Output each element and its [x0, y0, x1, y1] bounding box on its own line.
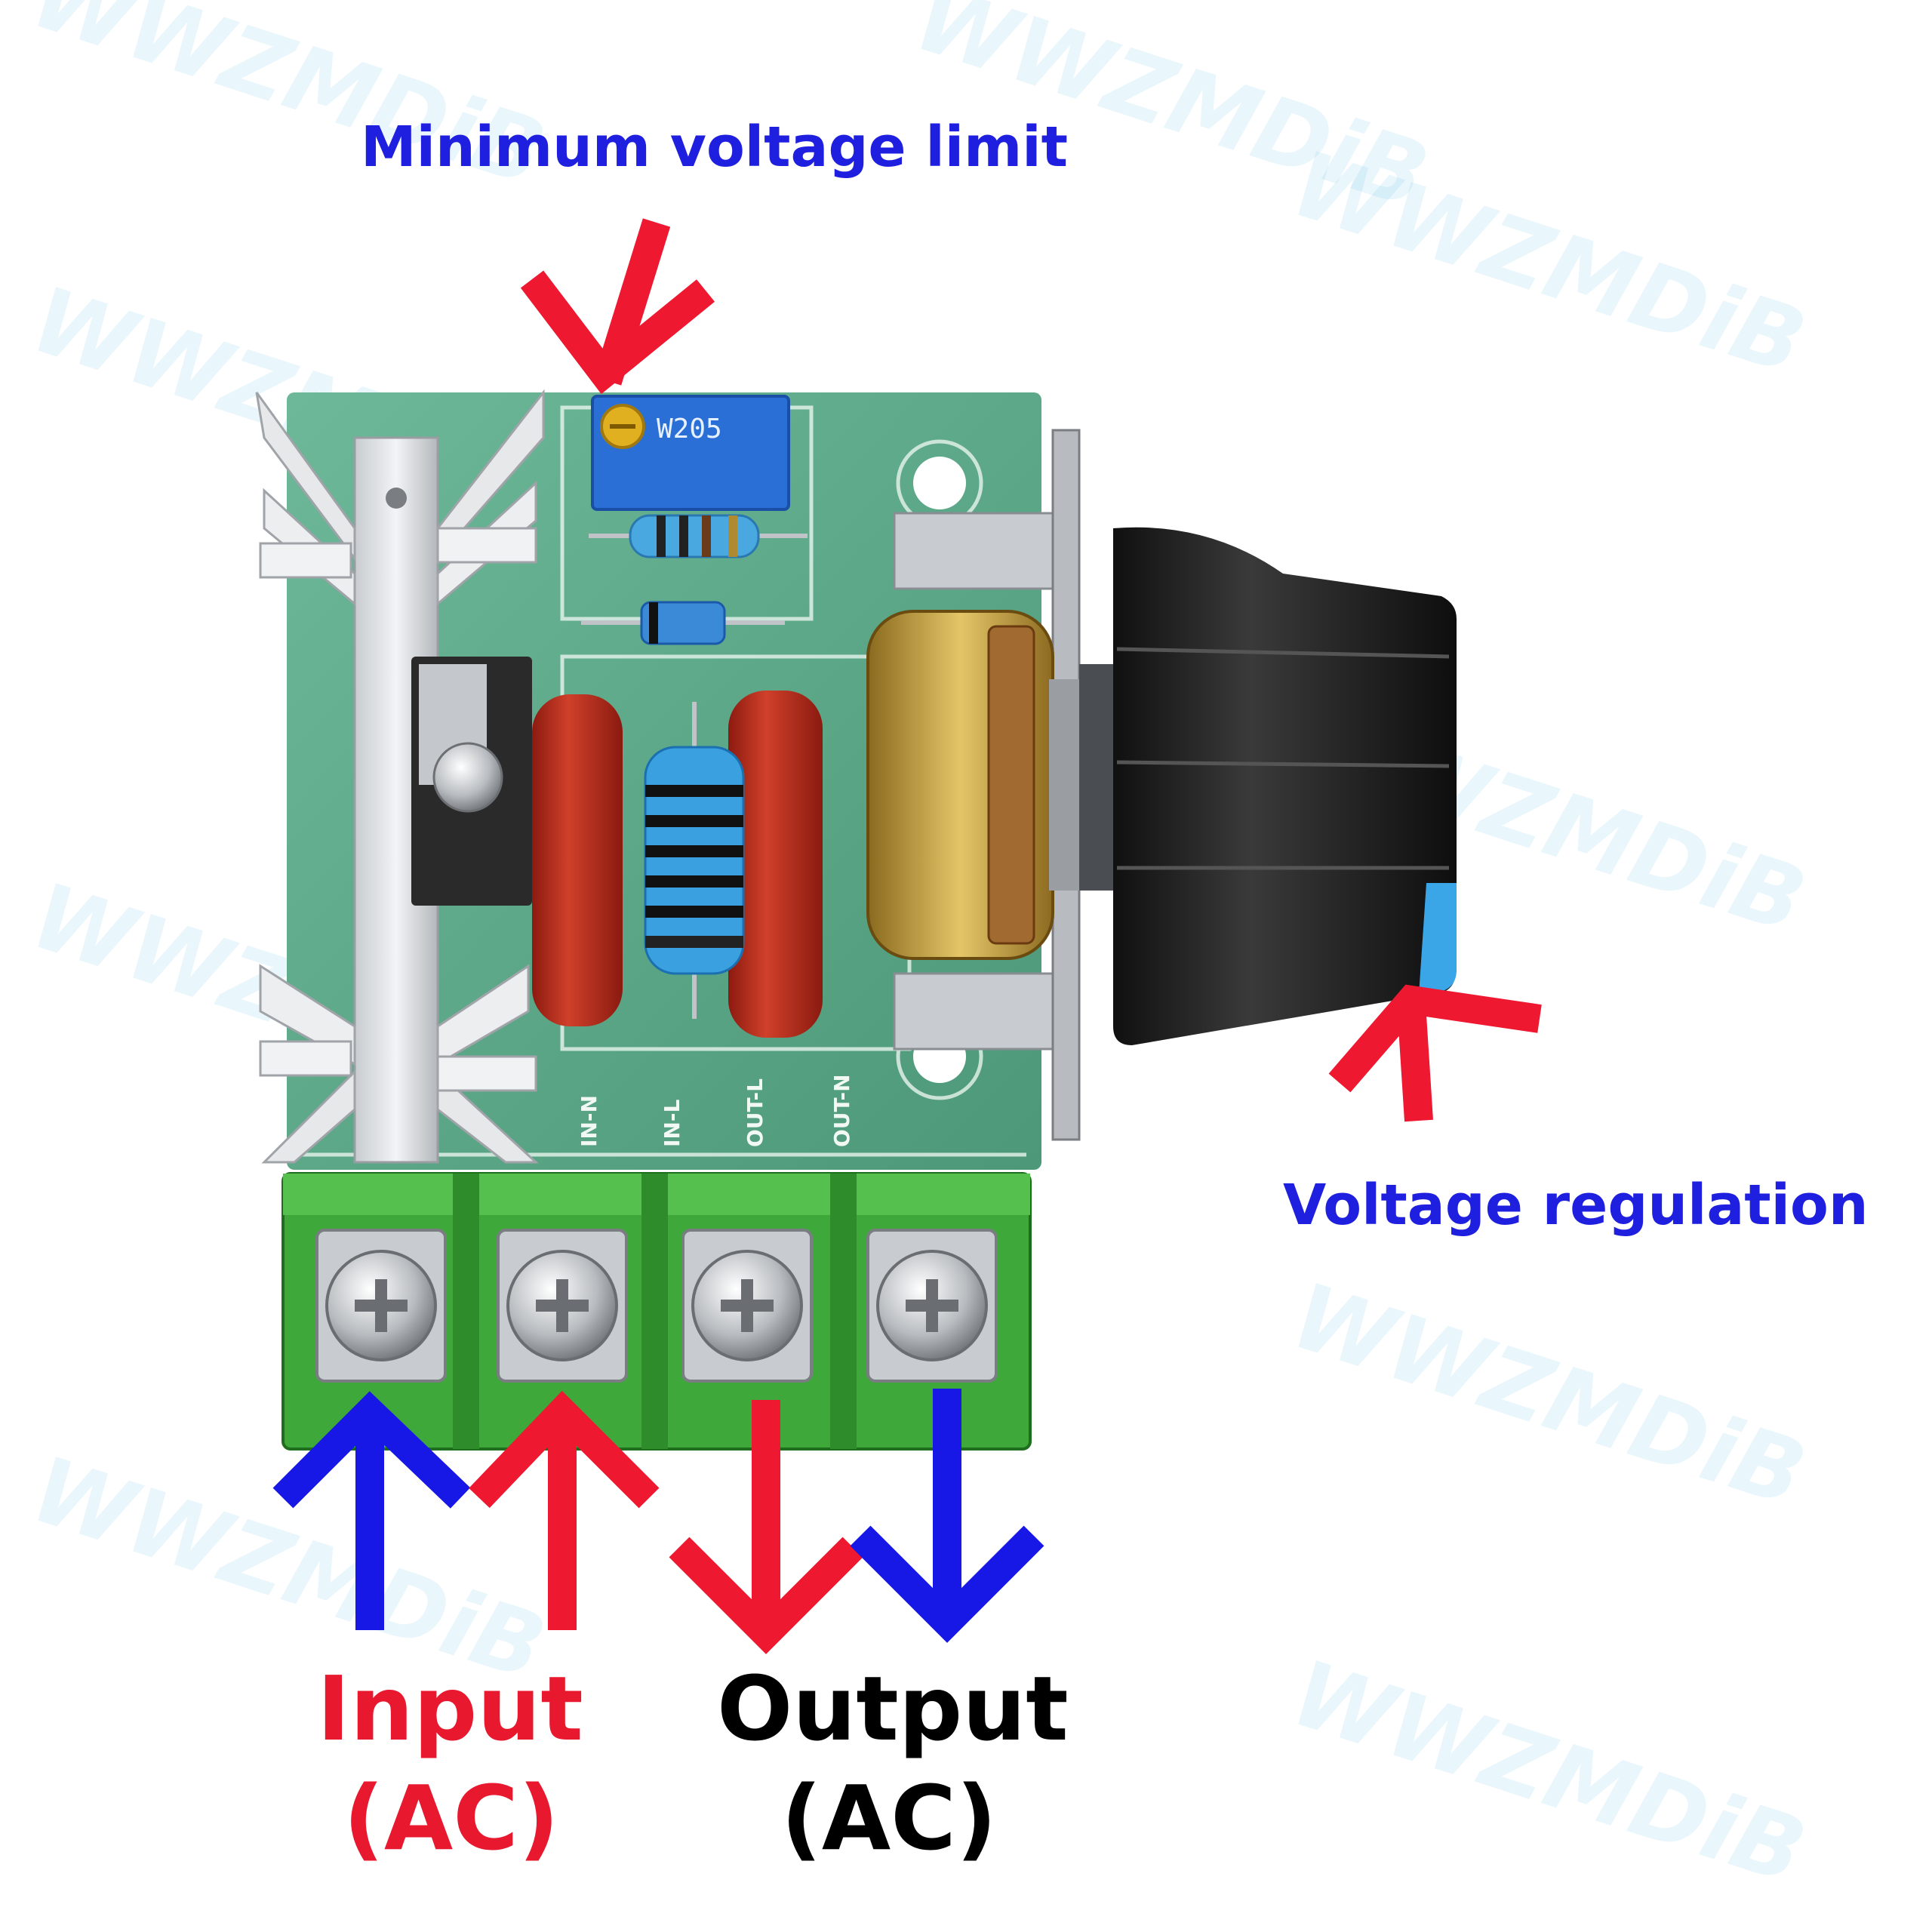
- arrow-min-voltage: [520, 218, 715, 395]
- heatsink: [255, 389, 545, 1164]
- terminal-label-2: IN-L: [660, 1100, 685, 1147]
- potentiometer: [866, 610, 1083, 960]
- terminal-label-3: OUT-L: [743, 1078, 768, 1147]
- output-ac-label: (AC): [781, 1766, 997, 1870]
- arrow-input-n: [272, 1391, 471, 1630]
- input-label: Input: [317, 1657, 583, 1761]
- terminal-screw-3: [681, 1229, 813, 1383]
- mount-hole: [913, 457, 966, 509]
- trimmer-code: W205: [657, 414, 722, 445]
- knob: [1079, 527, 1457, 1045]
- trimmer-pot: W205: [591, 395, 790, 511]
- resistor-large: [644, 702, 745, 1019]
- resistor-small: [589, 514, 808, 558]
- terminal-label-1: IN-N: [577, 1095, 601, 1147]
- arrow-output-n: [850, 1389, 1044, 1643]
- voltage-regulation-label: Voltage regulation: [1283, 1173, 1869, 1238]
- input-ac-label: (AC): [343, 1766, 559, 1870]
- arrow-voltage-regulation: [1328, 984, 1542, 1122]
- output-label: Output: [717, 1657, 1069, 1761]
- arrow-output-l: [669, 1400, 863, 1654]
- terminal-screw-1: [315, 1229, 447, 1383]
- capacitor-left: [532, 694, 623, 1026]
- capacitor-right: [728, 691, 823, 1038]
- terminal-screw-2: [497, 1229, 628, 1383]
- terminal-block: [281, 1172, 1032, 1451]
- terminal-screw-4: [866, 1229, 998, 1383]
- diac: [581, 601, 785, 645]
- arrow-input-l: [469, 1390, 660, 1630]
- terminal-label-4: OUT-N: [829, 1074, 854, 1147]
- triac: [411, 657, 532, 906]
- min-voltage-label: Minimum voltage limit: [361, 115, 1068, 180]
